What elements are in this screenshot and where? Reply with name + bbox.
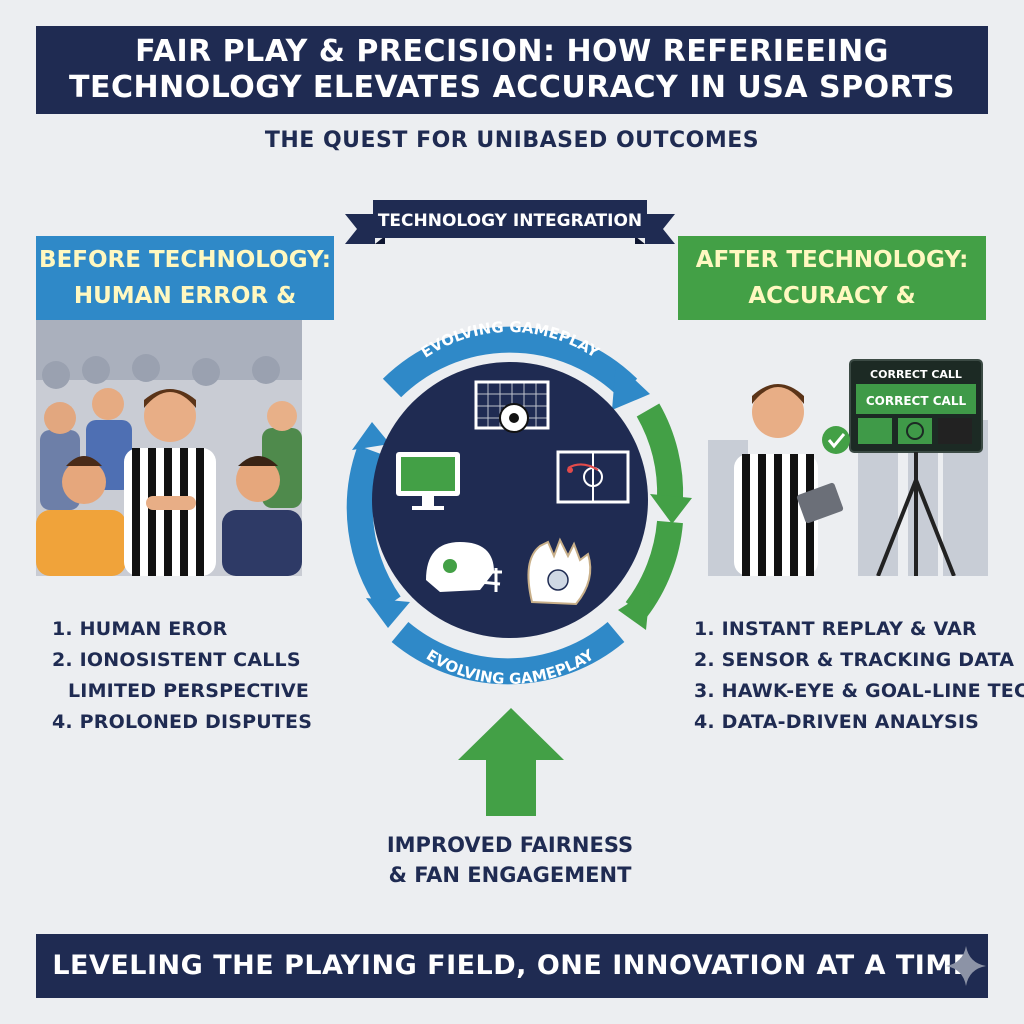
cycle-arrow-bottom bbox=[391, 621, 625, 685]
after-scene-illustration: CORRECT CALL CORRECT CALL bbox=[708, 320, 988, 576]
angry-fan bbox=[86, 388, 132, 490]
replay-monitor-icon bbox=[396, 452, 460, 510]
before-scene-illustration bbox=[36, 320, 302, 576]
tactics-board-icon bbox=[556, 450, 630, 504]
scoreboard-top-label: CORRECT CALL bbox=[870, 368, 962, 381]
after-list-item: 2. SENSOR & TRACKING DATA bbox=[694, 649, 1015, 671]
referee-before bbox=[124, 389, 216, 576]
footer-tagline: LEVELING THE PLAYING FIELD, ONE INNOVATI… bbox=[52, 950, 972, 981]
cycle-arrow-right-upper bbox=[636, 403, 684, 501]
before-list-item: 1. HUMAN EROR bbox=[52, 618, 228, 640]
title-line-2: TECHNOLOGY ELEVATES ACCURACY IN USA SPOR… bbox=[69, 70, 955, 105]
football-helmet-icon bbox=[426, 542, 502, 592]
before-list-item: 4. PROLONED DISPUTES bbox=[52, 711, 313, 733]
ribbon-label: TECHNOLOGY INTEGRATION bbox=[378, 211, 642, 231]
technology-cycle: EVOLVING GAMEPLAY EVOLVING GAMEPLAY bbox=[346, 318, 692, 688]
cycle-center bbox=[372, 362, 648, 638]
outcome-line-2: & FAN ENGAGEMENT bbox=[388, 863, 632, 887]
outcome-text: IMPROVED FAIRNESS & FAN ENGAGEMENT bbox=[330, 830, 690, 890]
sparkle-icon bbox=[946, 946, 986, 986]
cycle-arrow-top bbox=[382, 326, 638, 398]
ribbon-left-tail bbox=[345, 214, 375, 244]
before-list-item: 2. IONOSISTENT CALLS bbox=[52, 649, 301, 671]
baseball-glove-icon bbox=[527, 537, 592, 606]
referee-after bbox=[734, 384, 844, 576]
after-heading-line-1: AFTER TECHNOLOGY: bbox=[695, 247, 969, 273]
title-banner: FAIR PLAY & PRECISION: HOW REFERIEEING T… bbox=[36, 26, 988, 114]
soccer-goal-icon bbox=[474, 380, 550, 433]
angry-fan bbox=[36, 456, 126, 576]
subtitle: THE QUEST FOR UNIBASED OUTCOMES bbox=[264, 128, 760, 153]
before-heading: BEFORE TECHNOLOGY: HUMAN ERROR & DEBATE bbox=[36, 236, 334, 345]
before-list-item: LIMITED PERSPECTIVE bbox=[68, 680, 310, 702]
after-list-item: 1. INSTANT REPLAY & VAR bbox=[694, 618, 977, 640]
angry-fan bbox=[222, 456, 302, 576]
after-list-item: 3. HAWK-EYE & GOAL-LINE TECH bbox=[694, 680, 1024, 702]
ribbon-body bbox=[373, 200, 647, 238]
after-list: 1. INSTANT REPLAY & VAR 2. SENSOR & TRAC… bbox=[694, 614, 1024, 738]
scoreboard-main-label: CORRECT CALL bbox=[866, 394, 967, 408]
arrow-heads bbox=[352, 362, 692, 630]
after-heading: AFTER TECHNOLOGY: ACCURACY & EFFICIENCY bbox=[678, 236, 986, 345]
before-list: 1. HUMAN EROR 2. IONOSISTENT CALLS LIMIT… bbox=[52, 614, 312, 738]
replay-scoreboard: CORRECT CALL CORRECT CALL bbox=[849, 359, 983, 453]
ribbon-right-tail bbox=[645, 214, 675, 244]
ribbon-banner: TECHNOLOGY INTEGRATION bbox=[345, 200, 675, 244]
outcome-line-1: IMPROVED FAIRNESS bbox=[386, 833, 634, 857]
title-line-1: FAIR PLAY & PRECISION: HOW REFERIEEING bbox=[135, 34, 889, 69]
tripod bbox=[876, 452, 956, 576]
footer-banner: LEVELING THE PLAYING FIELD, ONE INNOVATI… bbox=[36, 934, 988, 998]
cycle-arrow-left bbox=[346, 445, 401, 612]
before-heading-line-1: BEFORE TECHNOLOGY: bbox=[39, 247, 331, 273]
up-arrow-icon bbox=[458, 708, 564, 816]
tablet-icon bbox=[796, 482, 844, 524]
check-icon bbox=[822, 426, 850, 454]
after-list-item: 4. DATA-DRIVEN ANALYSIS bbox=[694, 711, 980, 733]
